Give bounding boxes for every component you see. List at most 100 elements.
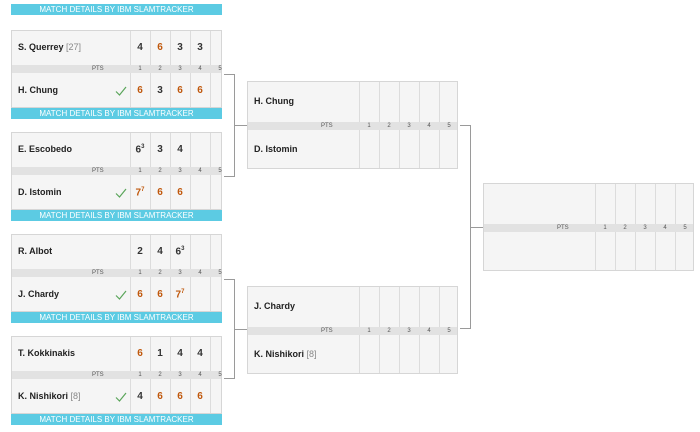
set-score-value: 7 [135, 187, 142, 199]
set-number: 4 [198, 270, 202, 276]
set-score-value: 2 [137, 246, 143, 257]
bracket-connector [224, 279, 235, 379]
player-name[interactable]: J. Chardy [18, 289, 59, 299]
player-name[interactable]: R. Albot [18, 246, 52, 256]
player-name[interactable]: H. Chung [18, 85, 58, 95]
tiebreak-score: 3 [181, 246, 185, 252]
set-score: 6 [150, 42, 170, 53]
set-number: 4 [427, 123, 431, 129]
player-name[interactable]: K. Nishikori [8] [254, 349, 317, 359]
player-seed: [8] [70, 391, 81, 401]
match-details-link[interactable]: MATCH DETAILS BY IBM SLAMTRACKER [11, 108, 222, 119]
set-score-value: 1 [157, 348, 163, 359]
player-name-text: T. Kokkinakis [18, 348, 76, 358]
set-number: 4 [198, 168, 202, 174]
set-number: 2 [387, 123, 391, 129]
set-score-value: 4 [177, 348, 183, 359]
set-score: 4 [130, 42, 150, 53]
player-row[interactable]: H. Chung [248, 82, 457, 122]
set-number: 1 [138, 66, 142, 72]
player-name[interactable]: J. Chardy [254, 301, 295, 311]
player-seed: [27] [66, 42, 82, 52]
set-number: 1 [138, 168, 142, 174]
set-score-value: 6 [135, 144, 142, 156]
pts-label: PTS [92, 66, 104, 72]
pts-label: PTS [92, 270, 104, 276]
set-score: 6 [150, 391, 170, 402]
set-score: 6 [170, 85, 190, 96]
set-score-value: 6 [137, 85, 143, 96]
set-score: 3 [170, 42, 190, 53]
player-row[interactable]: T. Kokkinakis 6 1 4 4 [12, 337, 221, 371]
player-name[interactable]: S. Querrey [27] [18, 42, 81, 52]
set-score: 6 [150, 289, 170, 300]
set-number: 2 [387, 328, 391, 334]
match-details-link[interactable]: MATCH DETAILS BY IBM SLAMTRACKER [11, 210, 222, 221]
bracket-connector [235, 125, 247, 126]
player-row[interactable]: K. Nishikori [8] [248, 335, 457, 375]
set-score-value: 3 [157, 144, 163, 155]
set-score-value: 6 [177, 391, 183, 402]
player-name[interactable]: H. Chung [254, 96, 294, 106]
bracket-connector [235, 329, 247, 330]
player-seed: [8] [306, 349, 317, 359]
set-score-value: 6 [177, 85, 183, 96]
set-score: 4 [130, 391, 150, 402]
set-score-value: 4 [197, 348, 203, 359]
match-details-link[interactable]: MATCH DETAILS BY IBM SLAMTRACKER [11, 312, 222, 323]
pts-label: PTS [92, 168, 104, 174]
set-score: 6 [130, 348, 150, 359]
match-details-link[interactable]: MATCH DETAILS BY IBM SLAMTRACKER [11, 4, 222, 15]
bracket-connector [460, 125, 471, 329]
player-row[interactable]: J. Chardy [248, 287, 457, 327]
set-score-value: 6 [197, 85, 203, 96]
set-score-value: 6 [177, 187, 183, 198]
player-name-text: D. Istomin [18, 187, 62, 197]
player-name-text: E. Escobedo [18, 144, 73, 154]
set-score-value: 6 [157, 391, 163, 402]
set-number: 5 [218, 372, 222, 378]
set-score: 63 [170, 246, 190, 257]
set-score-value: 6 [137, 348, 143, 359]
pts-label: PTS [92, 372, 104, 378]
player-name-text: S. Querrey [18, 42, 64, 52]
set-score: 6 [190, 391, 210, 402]
winner-check-icon [115, 392, 127, 402]
bracket-connector [471, 227, 483, 228]
player-name[interactable]: K. Nishikori [8] [18, 391, 81, 401]
player-row[interactable]: H. Chung 6 3 6 6 [12, 73, 221, 109]
player-name[interactable]: T. Kokkinakis [18, 348, 75, 358]
match-details-link[interactable]: MATCH DETAILS BY IBM SLAMTRACKER [11, 414, 222, 425]
set-score-value: 4 [157, 246, 163, 257]
player-row[interactable]: R. Albot 2 4 63 [12, 235, 221, 269]
set-number: 1 [603, 225, 607, 231]
player-name[interactable]: D. Istomin [18, 187, 62, 197]
set-score: 4 [170, 144, 190, 155]
player-row[interactable]: D. Istomin [248, 130, 457, 170]
tiebreak-score: 7 [141, 187, 145, 193]
set-number: 1 [367, 123, 371, 129]
set-number: 2 [623, 225, 627, 231]
set-score: 6 [130, 289, 150, 300]
set-score-value: 3 [157, 85, 163, 96]
player-name[interactable]: D. Istomin [254, 144, 298, 154]
player-name[interactable]: E. Escobedo [18, 144, 72, 154]
set-number: 1 [138, 372, 142, 378]
set-score: 6 [170, 187, 190, 198]
